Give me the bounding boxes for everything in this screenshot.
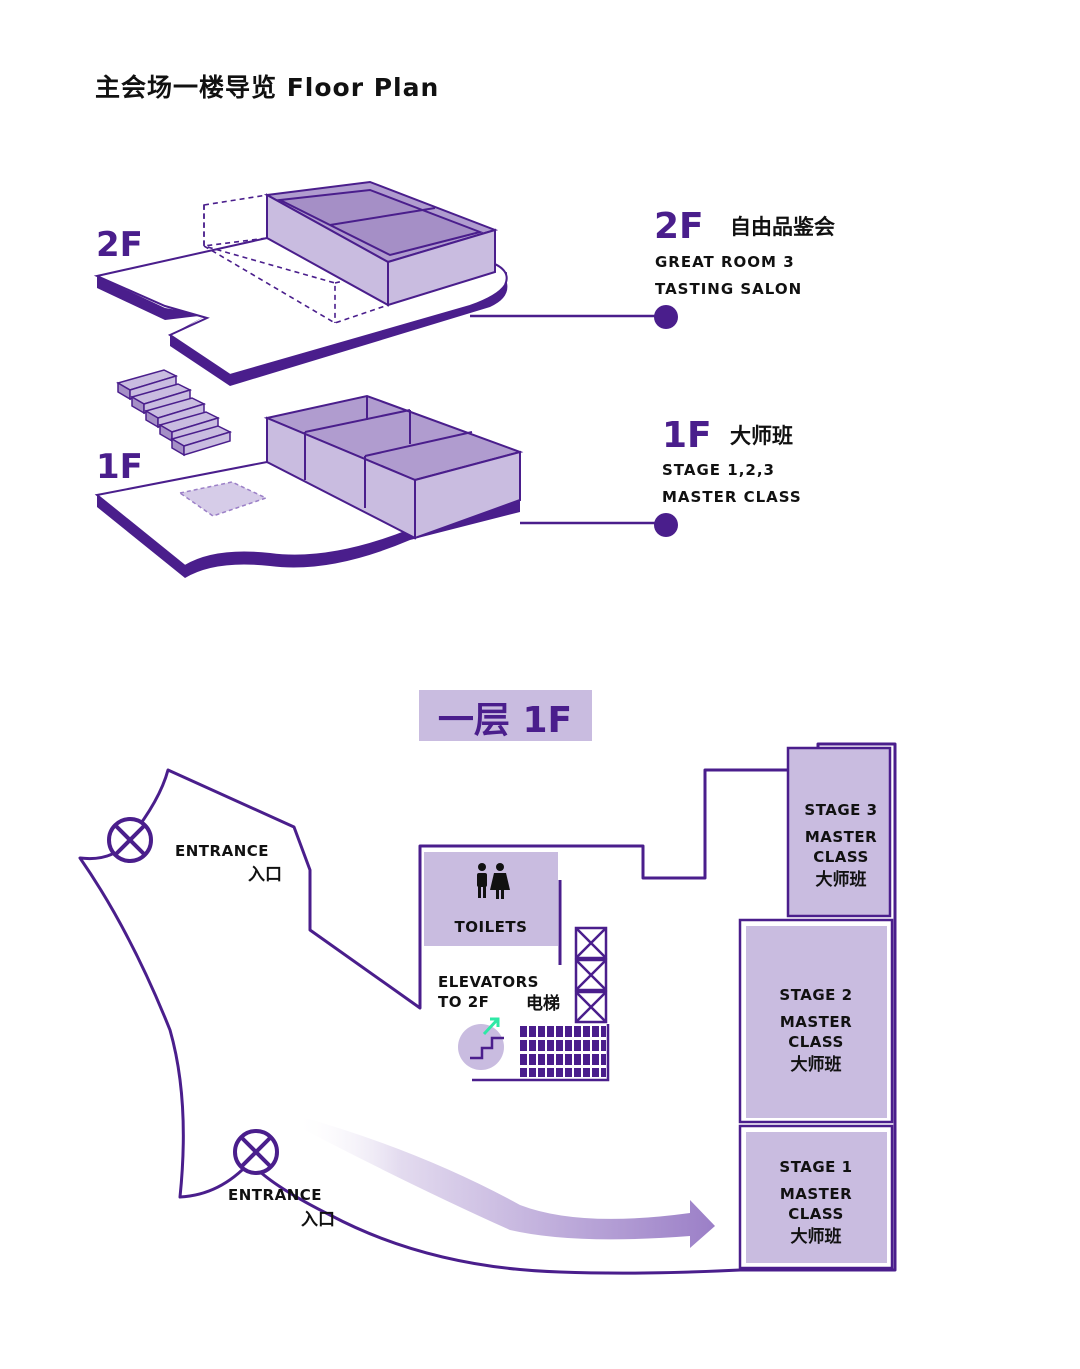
stage-1-room: STAGE 1 MASTER CLASS 大师班 [738,1124,894,1270]
entrance-top-en: ENTRANCE [175,842,269,860]
stage-1-line3: CLASS [788,1205,844,1223]
plan-heading: 一层 1F [419,690,592,741]
entrance-bottom-cn: 入口 [301,1210,335,1230]
page-title: 主会场一楼导览 Floor Plan [95,73,440,102]
restroom-icon [477,863,510,899]
toilets-room: TOILETS [424,852,558,946]
legend-2f-name-cn: 自由品鉴会 [730,215,835,239]
plan-building-outline [78,742,897,1275]
toilets-block [424,852,558,946]
legend-1f: 1F 大师班 STAGE 1,2,3 MASTER CLASS [662,415,802,506]
legend-1f-floor: 1F [662,415,712,456]
stage-2-cn: 大师班 [791,1054,842,1075]
floor1-elevator-patch [178,481,269,517]
entrance-top-cn: 入口 [248,865,282,885]
stage-3-line2: MASTER [805,828,877,846]
legend-2f-floor: 2F [654,206,704,247]
elevators-cn: 电梯 [526,993,560,1014]
iso-floor-1: 1F [94,394,524,578]
stages-box [263,394,524,540]
toilets-label: TOILETS [455,918,528,936]
stage-3-block [786,746,892,918]
legend-1f-name-cn: 大师班 [730,424,793,448]
stage-1-cn: 大师班 [791,1226,842,1247]
plan-heading-text: 一层 1F [438,700,572,741]
stage-2-line2: MASTER [780,1013,852,1031]
leader-dot-1f [654,513,678,537]
legend-2f-line2: TASTING SALON [655,280,802,298]
plan-stairs [520,1026,606,1077]
stage-3-cn: 大师班 [816,869,867,890]
stage-1-line2: MASTER [780,1185,852,1203]
legend-1f-line1: STAGE 1,2,3 [662,461,775,479]
stage-2-line1: STAGE 2 [779,986,852,1004]
entrance-bottom-marker [233,1129,279,1175]
leader-dot-2f [654,305,678,329]
elevators-line2: TO 2F [438,993,489,1011]
escalator-icon [458,1017,504,1070]
entrance-top-marker [107,817,153,863]
entrance-bottom-en: ENTRANCE [228,1186,322,1204]
stage-3-line3: CLASS [813,848,869,866]
stage-3-room: STAGE 3 MASTER CLASS 大师班 [786,746,892,918]
great-room-3-box [263,180,499,307]
flow-arrow [295,1115,715,1248]
floor2-tag: 2F [96,225,143,265]
stage-3-line1: STAGE 3 [804,801,877,819]
floor1-tag: 1F [96,447,143,487]
stage-2-line3: CLASS [788,1033,844,1051]
stairs-wall [472,1024,610,1082]
stage-2-block [746,926,887,1118]
stage-2-room: STAGE 2 MASTER CLASS 大师班 [738,918,894,1124]
elevator-shafts [574,926,608,1024]
legend-2f-line1: GREAT ROOM 3 [655,253,795,271]
floor2-slab-edge [97,272,508,386]
elevators-line1: ELEVATORS [438,973,539,991]
legend-2f: 2F 自由品鉴会 GREAT ROOM 3 TASTING SALON [654,206,835,298]
stage-1-block [746,1132,887,1263]
iso-floor-2: 2F [93,180,508,386]
plan-heading-bg [419,690,592,741]
stage-1-line1: STAGE 1 [779,1158,852,1176]
floor1-slab-edge [97,495,520,578]
iso-stairs [116,369,233,457]
leader-lines [470,305,678,537]
legend-1f-line2: MASTER CLASS [662,488,802,506]
